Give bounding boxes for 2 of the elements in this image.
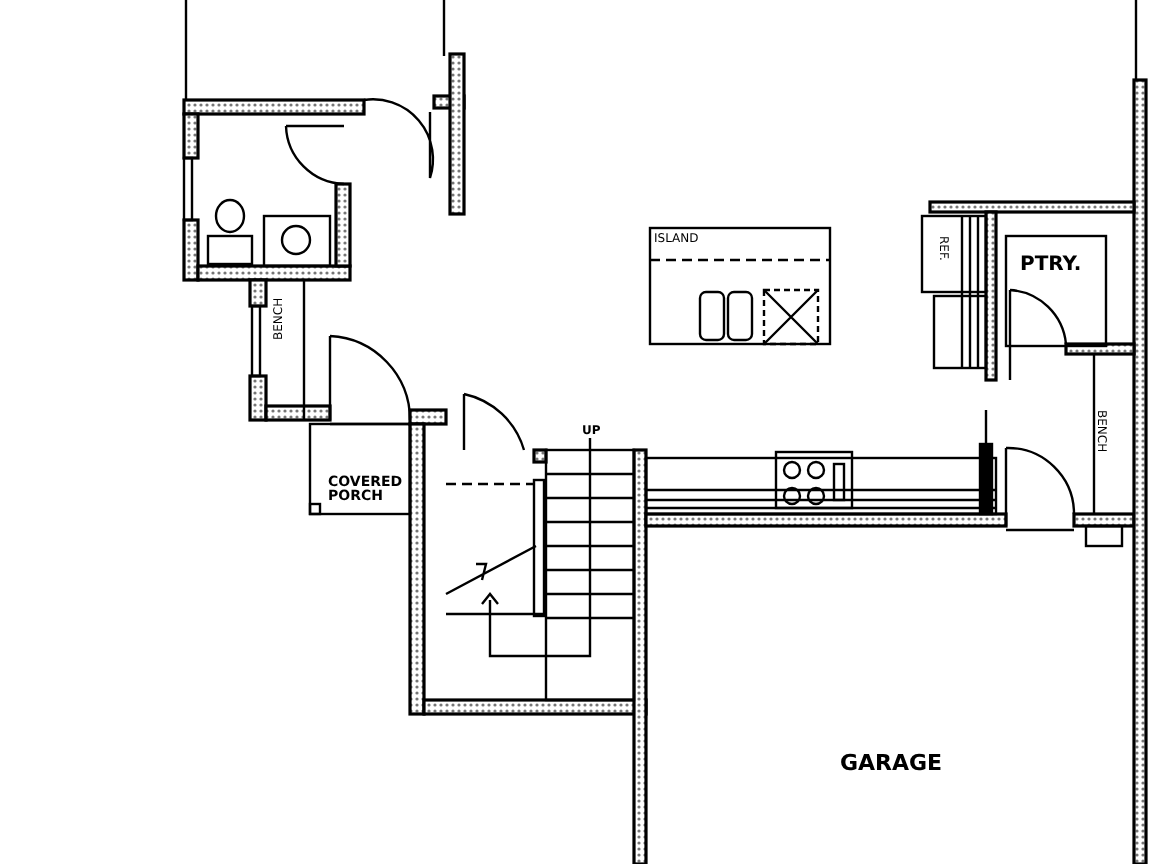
room-label: GARAGE: [840, 752, 943, 774]
room-label: PTRY.: [1020, 256, 1082, 276]
